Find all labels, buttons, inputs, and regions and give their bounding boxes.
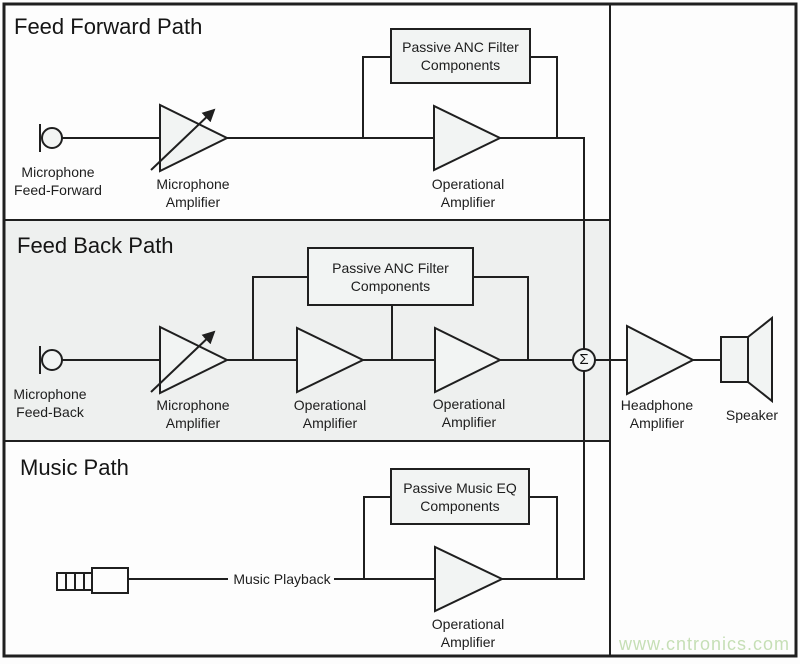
ff-wire-to-summer bbox=[500, 137, 585, 349]
music-feedback-wire-left bbox=[363, 496, 391, 579]
summing-node-sigma: Σ bbox=[579, 351, 589, 368]
fb-passive-anc-filter-text: Passive ANC Filter Components bbox=[332, 259, 449, 294]
music-operational-amplifier-label: Operational Amplifier bbox=[431, 616, 505, 650]
fb-operational-amplifier1-label: Operational Amplifier bbox=[293, 397, 367, 431]
ff-operational-amplifier-icon bbox=[433, 104, 503, 172]
microphone-feed-forward-label: Microphone Feed-Forward bbox=[14, 164, 102, 198]
ff-feedback-wire-right bbox=[530, 56, 558, 138]
ff-microphone-amplifier-icon bbox=[150, 103, 230, 173]
speaker-label: Speaker bbox=[725, 407, 779, 423]
fb-operational-amplifier1-icon bbox=[296, 326, 366, 394]
headphone-amplifier-label: Headphone Amplifier bbox=[620, 397, 694, 431]
feed-forward-path-group bbox=[39, 28, 585, 349]
feed-back-path-title: Feed Back Path bbox=[17, 233, 174, 258]
music-path-group bbox=[56, 371, 585, 613]
microphone-feed-back-label: Microphone Feed-Back bbox=[13, 386, 87, 420]
fb-feedback-wire-right bbox=[473, 276, 529, 360]
microphone-feed-forward-icon bbox=[39, 124, 63, 152]
music-feedback-wire-right bbox=[529, 496, 558, 579]
fb-microphone-amplifier-label: Microphone Amplifier bbox=[156, 397, 230, 431]
music-path-title: Music Path bbox=[20, 455, 129, 480]
fb-microphone-amplifier-icon bbox=[150, 325, 230, 395]
output-stage-group bbox=[572, 315, 773, 404]
ff-operational-amplifier-label: Operational Amplifier bbox=[431, 176, 505, 210]
ff-microphone-amplifier-label: Microphone Amplifier bbox=[156, 176, 230, 210]
watermark-text: www.cntronics.com bbox=[618, 634, 790, 654]
fb-operational-amplifier2-icon bbox=[434, 326, 503, 394]
speaker-icon bbox=[720, 315, 773, 404]
music-wire-to-summer bbox=[502, 371, 585, 580]
ff-passive-anc-filter-box bbox=[390, 28, 531, 84]
feed-forward-path-title: Feed Forward Path bbox=[14, 14, 203, 39]
fb-passive-anc-filter-box bbox=[307, 247, 474, 306]
ff-passive-anc-filter-text: Passive ANC Filter Components bbox=[402, 39, 519, 73]
audio-jack-icon bbox=[56, 567, 129, 594]
music-passive-eq-text: Passive Music EQ Components bbox=[403, 479, 517, 514]
variable-gain-arrow-icon bbox=[150, 330, 216, 393]
headphone-amplifier-icon bbox=[626, 324, 696, 396]
fb-feedback-wire-left bbox=[252, 276, 308, 360]
ff-feedback-wire-left bbox=[362, 56, 391, 138]
music-playback-label: Music Playback bbox=[233, 571, 331, 587]
fb-operational-amplifier2-label: Operational Amplifier bbox=[432, 396, 506, 430]
music-operational-amplifier-icon bbox=[434, 545, 505, 613]
feed-back-path-group bbox=[39, 247, 573, 395]
variable-gain-arrow-icon bbox=[150, 108, 216, 171]
